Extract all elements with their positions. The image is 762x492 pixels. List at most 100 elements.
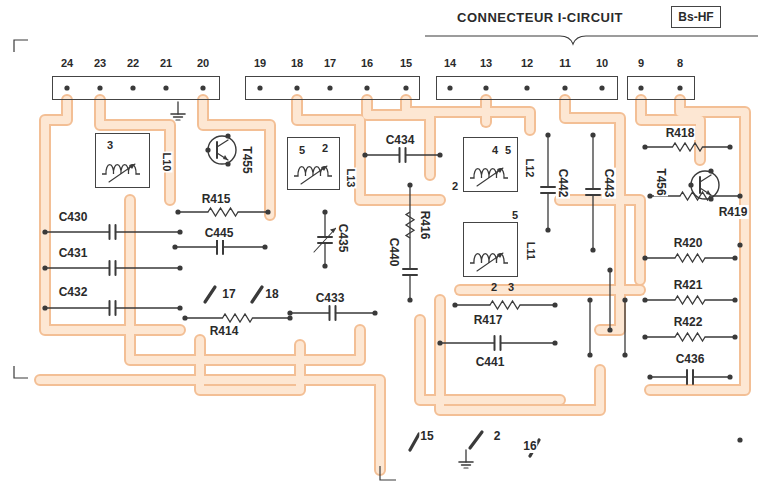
- resistor-symbol: [208, 208, 238, 216]
- capacitor-plate: [494, 336, 496, 350]
- component-lead: [409, 275, 410, 300]
- connector-block: 2423222120: [52, 52, 220, 100]
- solder-pad: [607, 327, 612, 332]
- component-lead: [547, 135, 548, 187]
- jumper-number: 16: [522, 439, 537, 453]
- coil-pin-number: 5: [511, 209, 519, 222]
- part-label: C430: [58, 210, 89, 224]
- ground-symbol: [176, 119, 180, 120]
- solder-pad: [372, 310, 377, 315]
- solder-pad: [552, 340, 557, 345]
- component-lead: [45, 307, 110, 308]
- solder-pad: [42, 229, 47, 234]
- coil-name: L11: [524, 241, 537, 261]
- solder-pad: [364, 85, 369, 90]
- coil-can: 523L11: [463, 222, 518, 277]
- solder-pad: [437, 340, 442, 345]
- part-label: R416: [418, 210, 432, 241]
- connector-outline: [436, 76, 618, 100]
- component-lead: [455, 304, 490, 305]
- solder-pad: [587, 297, 592, 302]
- component-lead: [178, 211, 208, 212]
- resistor-symbol: [673, 143, 703, 151]
- trace-outline: [406, 100, 530, 130]
- trace-outline: [460, 284, 640, 296]
- coil-symbol: [102, 165, 140, 174]
- solder-pad: [257, 85, 262, 90]
- solder-pad: [737, 193, 742, 198]
- board-tag-text: Bs-HF: [678, 10, 713, 24]
- part-label: R420: [673, 236, 704, 250]
- copper-trace: [482, 100, 490, 122]
- solder-pad: [708, 168, 713, 173]
- solder-pad: [587, 352, 592, 357]
- variable-arrow: [314, 228, 336, 252]
- slug-arrow: [497, 168, 503, 173]
- coil-pin-number: 3: [106, 139, 114, 152]
- solder-pad: [407, 297, 412, 302]
- jumper-number: 2: [493, 429, 502, 443]
- part-label: R415: [201, 192, 232, 206]
- component-lead: [501, 342, 556, 343]
- part-label: R421: [673, 278, 704, 292]
- slug-arrow: [129, 164, 135, 169]
- solder-pad: [182, 315, 187, 320]
- solder-pad: [97, 85, 102, 90]
- tuning-slug: [109, 164, 135, 182]
- connector-outline: [245, 76, 420, 100]
- pin-number: 11: [558, 57, 572, 70]
- coil-symbol: [470, 254, 508, 263]
- part-label: R414: [209, 324, 240, 338]
- coil-symbol: [470, 169, 508, 178]
- component-lead: [406, 154, 441, 155]
- solder-pad: [200, 85, 205, 90]
- solder-pad: [622, 297, 627, 302]
- component-lead: [693, 376, 730, 377]
- part-label: C431: [58, 246, 89, 260]
- solder-pad: [647, 193, 652, 198]
- component-lead: [217, 153, 228, 160]
- transistor-base: [216, 142, 218, 158]
- trace-outline: [440, 300, 600, 410]
- solder-pad: [524, 85, 529, 90]
- solder-pad: [42, 305, 47, 310]
- solder-pad: [727, 374, 732, 379]
- connector-brace: [425, 36, 758, 44]
- solder-pad: [177, 305, 182, 310]
- component-lead: [440, 342, 495, 343]
- component-lead: [592, 135, 593, 189]
- component-lead: [710, 195, 740, 196]
- coil-pin-number: 5: [504, 144, 512, 157]
- component-lead: [365, 154, 400, 155]
- component-lead: [645, 257, 675, 258]
- component-lead: [175, 246, 217, 247]
- pin-number: 18: [290, 57, 304, 70]
- pin-number: 22: [126, 57, 140, 70]
- tuning-slug: [477, 253, 503, 271]
- component-lead: [45, 267, 110, 268]
- part-label: T455: [240, 145, 254, 174]
- transistor-base: [699, 177, 701, 193]
- slug-arrow: [321, 166, 327, 171]
- part-label: R418: [665, 126, 696, 140]
- solder-pad: [322, 209, 327, 214]
- solder-pad: [732, 297, 737, 302]
- coil-pin-number: 2: [490, 281, 498, 294]
- component-lead: [116, 231, 181, 232]
- solder-pad: [562, 85, 567, 90]
- copper-trace: [406, 100, 530, 130]
- capacitor-plate: [216, 240, 218, 254]
- part-label: C442: [556, 168, 570, 199]
- component-lead: [45, 231, 110, 232]
- component-lead: [465, 450, 466, 462]
- solder-pad: [642, 297, 647, 302]
- copper-trace: [650, 100, 745, 390]
- copper-trace: [565, 100, 620, 330]
- part-label: T456: [654, 167, 668, 196]
- solder-pad: [294, 85, 299, 90]
- solder-pad: [452, 302, 457, 307]
- component-lead: [645, 146, 673, 147]
- resistor-symbol: [490, 301, 520, 309]
- solder-pad: [205, 147, 210, 152]
- board-tag: Bs-HF: [671, 6, 721, 28]
